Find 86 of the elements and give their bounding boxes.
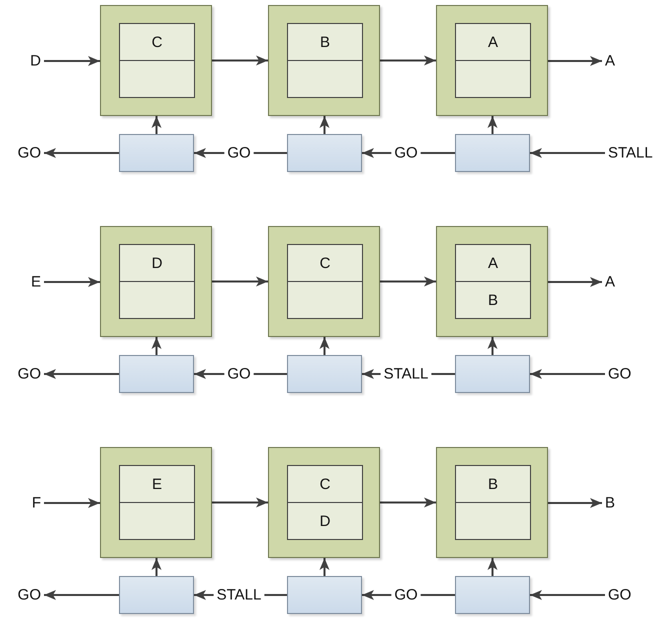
arrow xyxy=(488,337,498,355)
arrow xyxy=(44,498,100,508)
arrow xyxy=(212,498,268,508)
arrow xyxy=(44,590,119,600)
slot-label: D xyxy=(320,512,330,530)
control-box xyxy=(455,576,530,614)
arrow xyxy=(152,337,162,355)
arrow xyxy=(548,56,602,66)
register-slot xyxy=(455,465,531,503)
arrow xyxy=(320,558,330,576)
arrow xyxy=(212,56,268,66)
register-slot xyxy=(287,502,363,540)
register-slot xyxy=(455,244,531,282)
arrow xyxy=(530,369,605,379)
register-box xyxy=(268,5,380,116)
register-slot xyxy=(455,60,531,98)
register-slot xyxy=(287,244,363,282)
arrow xyxy=(194,369,224,379)
arrow xyxy=(320,337,330,355)
arrow xyxy=(548,277,602,287)
arrow xyxy=(44,56,100,66)
slot-label: B xyxy=(488,476,498,493)
connector-line xyxy=(254,373,287,375)
register-box xyxy=(436,447,548,558)
register-slot xyxy=(455,23,531,61)
arrow xyxy=(488,558,498,576)
control-box xyxy=(119,355,194,393)
register-slot xyxy=(287,281,363,319)
arrow xyxy=(194,590,214,600)
register-slot xyxy=(119,244,195,282)
control-box xyxy=(455,134,530,172)
register-slot xyxy=(119,465,195,503)
register-slot xyxy=(119,23,195,61)
register-box xyxy=(100,5,212,116)
register-slot xyxy=(455,502,531,540)
arrow xyxy=(194,148,224,158)
arrow xyxy=(152,116,162,134)
register-box xyxy=(100,447,212,558)
connector-line xyxy=(420,594,455,596)
arrow xyxy=(362,369,381,379)
arrow xyxy=(488,116,498,134)
register-slot xyxy=(287,465,363,503)
arrow xyxy=(380,56,436,66)
arrow xyxy=(548,498,602,508)
register-slot xyxy=(119,502,195,540)
slot-label: A xyxy=(488,34,498,51)
register-box xyxy=(268,226,380,337)
register-box xyxy=(100,226,212,337)
slot-label: C xyxy=(152,34,162,51)
register-slot xyxy=(119,60,195,98)
control-box xyxy=(119,576,194,614)
arrow xyxy=(362,590,392,600)
arrow xyxy=(380,276,436,286)
arrow xyxy=(530,148,605,158)
arrow xyxy=(362,148,392,158)
arrow xyxy=(44,277,100,287)
register-box xyxy=(268,447,380,558)
slot-label: C xyxy=(320,476,330,493)
arrow xyxy=(44,148,119,158)
arrow xyxy=(212,276,268,286)
arrow xyxy=(530,590,605,600)
arrow xyxy=(380,498,436,508)
slot-label: C xyxy=(320,255,330,272)
control-box xyxy=(287,134,362,172)
connector-line xyxy=(264,594,287,596)
connector-line xyxy=(431,373,455,375)
register-slot xyxy=(287,23,363,61)
slot-label: E xyxy=(152,476,162,493)
register-box xyxy=(436,226,548,337)
control-box xyxy=(287,355,362,393)
slot-label: B xyxy=(320,34,330,51)
register-slot xyxy=(287,60,363,98)
control-box xyxy=(119,134,194,172)
connector-line xyxy=(254,152,287,154)
arrow xyxy=(44,369,119,379)
arrow xyxy=(320,116,330,134)
slot-label: B xyxy=(488,292,498,308)
slot-label: D xyxy=(152,255,162,272)
connector-line xyxy=(420,152,455,154)
register-slot xyxy=(119,281,195,319)
register-slot xyxy=(455,281,531,319)
control-box xyxy=(287,576,362,614)
arrow xyxy=(152,558,162,576)
slot-label: A xyxy=(488,255,498,272)
register-box xyxy=(436,5,548,116)
control-box xyxy=(455,355,530,393)
